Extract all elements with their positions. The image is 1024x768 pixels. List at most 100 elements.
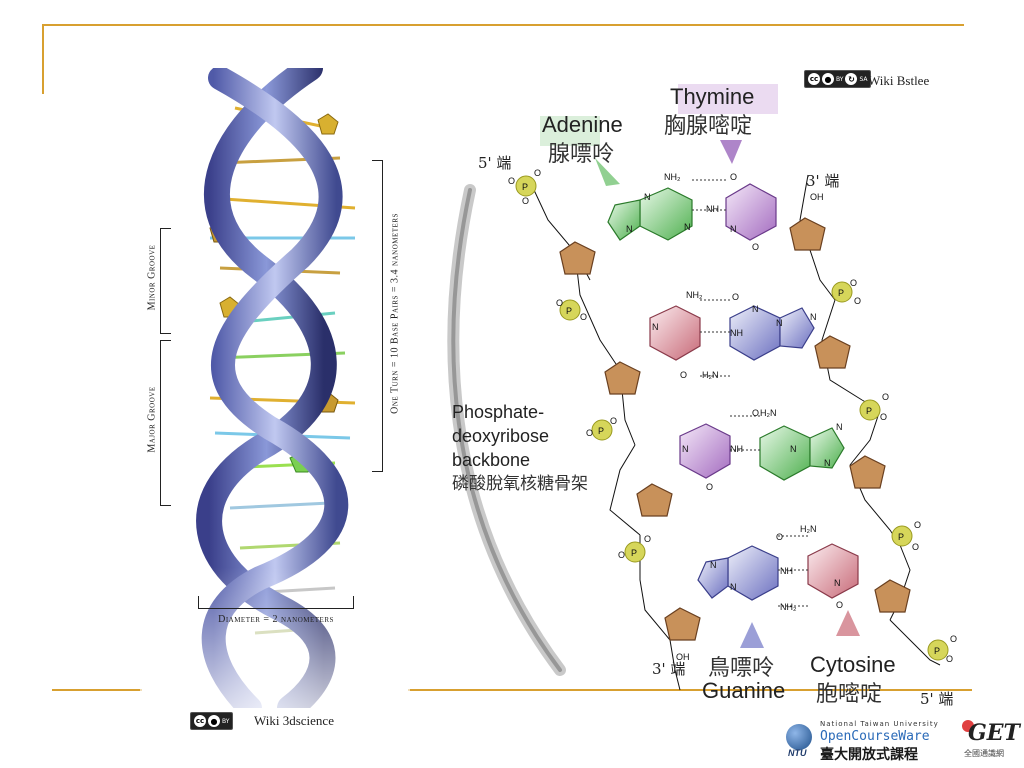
atom-label-p: P: [866, 406, 872, 416]
atom-label-o: O: [912, 542, 919, 552]
cytosine-label: Cytosine: [810, 652, 896, 677]
atom-label-o: O: [732, 292, 739, 302]
atom-label-nh2: NH₂: [780, 602, 797, 612]
base-pair-structure-icon: NH₂NNNNHOONNH₂NOH₂NNNNHONONHNOH₂NNNNONHN…: [447, 84, 957, 691]
atom-label-n: N: [834, 578, 841, 588]
major-groove-label: Major Groove: [146, 386, 158, 453]
atom-label-n: N: [752, 304, 759, 314]
atom-label-nh2: NH₂: [686, 290, 703, 300]
atom-label-p: P: [631, 548, 637, 558]
atom-label-o: O: [508, 176, 515, 186]
atom-label-n: N: [652, 322, 659, 332]
thymine-label-zh: 胸腺嘧啶: [664, 114, 753, 139]
adenine-label-zh: 腺嘌呤: [548, 142, 615, 167]
credit-right: Wiki Bstlee: [868, 73, 930, 88]
atom-label-oh: OH: [810, 192, 824, 202]
atom-label-n: N: [776, 318, 783, 328]
one-turn-bracket: [372, 160, 383, 472]
by-icon: ●: [822, 73, 834, 85]
atom-label-o: O: [644, 534, 651, 544]
bottom-rule-right: [408, 689, 972, 691]
atom-label-nh: NH: [780, 566, 793, 576]
atom-label-h2n: H₂N: [702, 370, 719, 380]
thymine-label: Thymine: [670, 84, 755, 109]
minor-groove-label: Minor Groove: [146, 244, 158, 311]
atom-label-h2n: H₂N: [800, 524, 817, 534]
atom-label-o: O: [618, 550, 625, 560]
atom-label-o: O: [752, 408, 759, 418]
adenine-label: Adenine: [542, 112, 623, 137]
dna-helix-icon: [140, 55, 410, 721]
backbone-label-zh: 磷酸脫氧核糖骨架: [452, 474, 588, 494]
atom-label-p: P: [934, 646, 940, 656]
get-swoosh-icon: [962, 720, 974, 732]
backbone-line-3: backbone: [452, 450, 531, 470]
atom-label-o: O: [752, 242, 759, 252]
sa-text: SA: [859, 75, 868, 83]
atom-label-o: O: [854, 296, 861, 306]
backbone-line-2: deoxyribose: [452, 426, 550, 446]
atom-label-o: O: [610, 416, 617, 426]
atom-label-o: O: [950, 634, 957, 644]
atom-label-n: N: [730, 224, 737, 234]
atom-label-p: P: [566, 306, 572, 316]
atom-label-o: O: [836, 600, 843, 610]
credit-left: Wiki 3dscience: [254, 713, 334, 728]
atom-label-o: O: [914, 520, 921, 530]
ntu-badge: NTU: [788, 748, 807, 758]
left-rule: [42, 24, 44, 94]
atom-label-n: N: [810, 312, 817, 322]
by-icon: ●: [208, 715, 220, 727]
atom-label-o: O: [882, 392, 889, 402]
get-logo: GET 全國通識網: [958, 716, 1020, 766]
atom-label-p: P: [598, 426, 604, 436]
atom-label-n: N: [710, 560, 717, 570]
atom-label-n: N: [626, 224, 633, 234]
atom-label-o: O: [776, 532, 783, 542]
by-text: BY: [222, 717, 230, 725]
sa-icon: ↻: [845, 73, 858, 85]
atom-label-n: N: [684, 222, 691, 232]
atom-label-nh: NH: [706, 204, 719, 214]
atom-label-o: O: [522, 196, 529, 206]
atom-label-o: O: [586, 428, 593, 438]
diameter-label: Diameter = 2 nanometers: [218, 614, 334, 625]
bottom-rule-left: [52, 689, 142, 691]
top-rule: [42, 24, 964, 26]
cc-icon: cc: [194, 715, 206, 727]
get-logo-text: GET: [968, 720, 1020, 746]
atom-label-o: O: [850, 278, 857, 288]
major-groove-bracket: [160, 340, 171, 506]
ntu-line-1: National Taiwan University: [820, 720, 939, 728]
atom-label-o: O: [730, 172, 737, 182]
atom-label-oh: OH: [676, 652, 690, 662]
atom-label-o: O: [580, 312, 587, 322]
cc-by-badge-left: cc ● BY: [190, 712, 234, 730]
get-logo-sub: 全國通識網: [964, 749, 1004, 758]
atom-label-nh: NH: [730, 444, 743, 454]
atom-label-nh: NH: [730, 328, 743, 338]
cc-by-sa-badge-right: cc ● BY ↻ SA: [804, 70, 872, 88]
diameter-bracket: [198, 596, 354, 609]
atom-label-h2n: H₂N: [760, 408, 777, 418]
three-prime-end-top: 3' 端: [806, 172, 840, 190]
backbone-label: Phosphate- deoxyribose backbone 磷酸脫氧核糖骨架: [452, 400, 588, 496]
by-text: BY: [836, 75, 844, 83]
atom-label-n: N: [790, 444, 797, 454]
atom-label-p: P: [898, 532, 904, 542]
ntu-line-2: OpenCourseWare: [820, 729, 930, 744]
atom-label-n: N: [836, 422, 843, 432]
dna-helix-figure: [140, 55, 410, 721]
atom-label-n: N: [730, 582, 737, 592]
atom-label-o: O: [680, 370, 687, 380]
atom-label-p: P: [838, 288, 844, 298]
ntu-ocw-logo: NTU National Taiwan University OpenCours…: [786, 718, 946, 764]
ntu-globe-icon: [786, 724, 812, 750]
atom-label-p: P: [522, 182, 528, 192]
atom-label-o: O: [946, 654, 953, 664]
five-prime-end-bottom: 5' 端: [920, 690, 954, 708]
ntu-line-3: 臺大開放式課程: [820, 747, 918, 763]
five-prime-end-top: 5' 端: [478, 154, 512, 172]
backbone-line-1: Phosphate-: [452, 402, 545, 422]
